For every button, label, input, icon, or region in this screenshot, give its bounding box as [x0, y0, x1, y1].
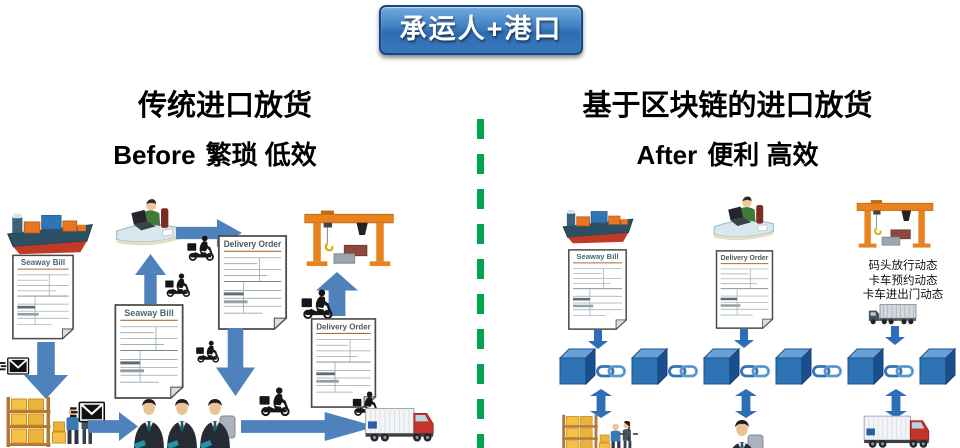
divider-dashed-line: [477, 119, 484, 448]
gantry-crane-icon: [303, 209, 395, 268]
arrow-down-icon: [885, 326, 905, 345]
right-heading: 基于区块链的进口放货: [582, 90, 873, 122]
gantry-crane-icon: [856, 199, 934, 249]
chain-link-icon: [740, 365, 770, 378]
svg-text:Seaway Bill: Seaway Bill: [576, 252, 618, 261]
port-status-text: 码头放行动态 卡车预约动态 卡车进出门动态: [850, 259, 956, 303]
seaway-bill-document: Seaway Bill: [114, 304, 184, 399]
courier-scooter-icon: [164, 272, 191, 298]
consignee-icon: [727, 420, 764, 448]
mail-icon: [0, 356, 30, 376]
right-subheading-cn: 便利 高效: [707, 140, 819, 170]
delivery-order-document: Delivery Order: [217, 235, 288, 330]
svg-text:Delivery Order: Delivery Order: [316, 321, 371, 331]
arrow-down-icon: [24, 342, 68, 399]
arrow-down-icon: [216, 328, 255, 396]
chain-link-icon: [812, 365, 842, 378]
right-subheading-en: After: [636, 140, 698, 170]
chain-link-icon: [884, 365, 914, 378]
mouse-text-cursor: [620, 427, 638, 441]
seaway-bill-document: Seaway Bill: [568, 249, 627, 330]
delivery-order-document: Delivery Order: [715, 250, 774, 329]
arrow-up-icon: [135, 254, 166, 304]
cargo-ship-icon: [7, 213, 93, 255]
svg-text:Seaway Bill: Seaway Bill: [21, 258, 65, 267]
blockchain-cube-icon: [775, 348, 812, 385]
delivery-order-document: Delivery Order: [310, 318, 377, 408]
status-line: 卡车预约动态: [868, 274, 938, 287]
left-subheading-cn: 繁琐 低效: [205, 140, 317, 170]
courier-scooter-icon: [258, 386, 290, 417]
blockchain-cube-icon: [847, 348, 884, 385]
blockchain-cube-icon: [703, 348, 740, 385]
svg-text:Delivery Order: Delivery Order: [721, 253, 769, 262]
consignee-group-icon: [134, 399, 236, 448]
clerk-desk-icon: [115, 198, 180, 246]
status-line: 卡车进出门动态: [862, 289, 944, 301]
status-line: 码头放行动态: [868, 260, 938, 272]
small-truck-icon: [868, 304, 917, 325]
cargo-ship-icon: [562, 209, 634, 244]
courier-scooter-icon: [300, 288, 333, 320]
courier-scooter-icon: [186, 234, 215, 262]
blockchain-cube-icon: [919, 348, 956, 385]
svg-text:Delivery Order: Delivery Order: [224, 239, 282, 249]
title-badge: 承运人+港口: [379, 5, 583, 55]
right-subheading: After 便利 高效: [540, 135, 915, 172]
left-subheading-en: Before: [113, 140, 196, 170]
arrow-up-down-icon: [735, 389, 757, 418]
left-subheading: Before 繁琐 低效: [30, 135, 400, 172]
blockchain-cube-icon: [631, 348, 668, 385]
container-truck-icon: [863, 415, 930, 448]
svg-text:Seaway Bill: Seaway Bill: [124, 308, 173, 318]
courier-scooter-icon: [195, 339, 220, 363]
container-truck-icon: [365, 408, 434, 442]
blockchain-cube-icon: [559, 348, 596, 385]
clerk-desk-icon: [713, 195, 774, 241]
chain-link-icon: [668, 365, 698, 378]
chain-link-icon: [596, 365, 626, 378]
left-heading: 传统进口放货: [137, 90, 312, 122]
seaway-bill-document: Seaway Bill: [12, 254, 74, 340]
